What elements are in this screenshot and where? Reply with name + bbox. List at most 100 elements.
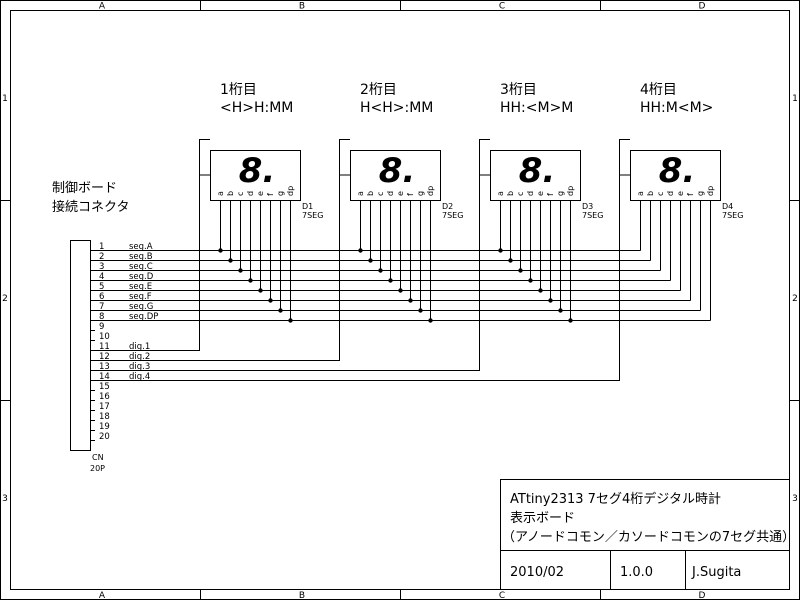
border-row-label: 3 xyxy=(792,494,798,504)
junction-dot xyxy=(248,278,253,283)
junction-dot xyxy=(558,308,563,313)
border-col-label: D xyxy=(699,2,706,12)
digit-common-wire xyxy=(90,175,480,371)
junction-dot xyxy=(508,258,513,263)
connector-pin-number: 18 xyxy=(99,412,110,422)
title-author: J.Sugita xyxy=(691,565,741,580)
connector-signal-label: seg.G xyxy=(129,302,153,312)
junction-dot xyxy=(568,318,573,323)
connector-pin-number: 3 xyxy=(99,262,104,272)
connector-pin-number: 17 xyxy=(99,402,110,412)
connector-signal-label: seg.E xyxy=(129,282,152,292)
segment-pin-label: b xyxy=(506,191,515,196)
display-value: 7SEG xyxy=(582,211,603,220)
segment-pin-label: dp xyxy=(566,186,575,196)
display-glyph: 8. xyxy=(239,151,276,191)
digit-headers: 1桁目 <H>H:MM 2桁目 H<H>:MM 3桁目 HH:<M>M 4桁目 … xyxy=(220,82,713,116)
border-row-label: 1 xyxy=(2,94,8,104)
segment-pin-label: dp xyxy=(706,186,715,196)
segment-pin-label: a xyxy=(356,191,365,196)
connector-ref: CN xyxy=(92,453,104,462)
segment-pin-label: c xyxy=(236,192,245,196)
segment-pin-label: c xyxy=(376,192,385,196)
display-body xyxy=(350,150,441,201)
border-row-label: 3 xyxy=(2,494,8,504)
segment-pin-label: f xyxy=(546,193,555,196)
segment-pin-label: a xyxy=(636,191,645,196)
connector-label: 接続コネクタ xyxy=(52,199,129,215)
segment-pin-label: g xyxy=(276,191,285,196)
border-col-label: B xyxy=(299,2,305,12)
connector-pin-number: 1 xyxy=(99,242,104,252)
display-value: 7SEG xyxy=(302,211,323,220)
junction-dot xyxy=(278,308,283,313)
display-ref: D2 xyxy=(442,202,453,211)
title-line: （アノードコモン／カソードコモンの7セグ共通） xyxy=(502,530,795,545)
digit-pattern: H<H>:MM xyxy=(360,100,433,116)
segment-pin-label: d xyxy=(386,191,395,196)
common-pin-stub xyxy=(479,139,490,176)
connector-pin-number: 4 xyxy=(99,272,104,282)
segment-pin-label: g xyxy=(416,191,425,196)
wires xyxy=(90,175,711,381)
connector-signal-label: dig.4 xyxy=(129,372,150,382)
connector-label: 制御ボード xyxy=(52,181,117,196)
common-pin-stub xyxy=(339,139,350,176)
digit-common-wire xyxy=(90,175,620,381)
digit-pattern: HH:M<M> xyxy=(640,100,713,116)
connector-signal-label: seg.F xyxy=(129,292,152,302)
segment-pin-label: e xyxy=(536,191,545,196)
connector-pin-number: 5 xyxy=(99,282,104,292)
segment-pin-label: d xyxy=(526,191,535,196)
connector-pin-number: 12 xyxy=(99,352,110,362)
border-col-label: C xyxy=(499,591,505,600)
digit-pattern: <H>H:MM xyxy=(220,100,293,116)
segment-pin-label: e xyxy=(676,191,685,196)
display-glyph: 8. xyxy=(379,151,416,191)
junction-dot xyxy=(538,288,543,293)
connector-signal-label: dig.1 xyxy=(129,342,150,352)
junction-dot xyxy=(288,318,293,323)
border-col-label: A xyxy=(99,591,106,600)
digit-header: 1桁目 xyxy=(220,82,257,98)
border-col-label: C xyxy=(499,2,505,12)
display-ref: D1 xyxy=(302,202,313,211)
segment-pin-label: f xyxy=(406,193,415,196)
junction-dot xyxy=(258,288,263,293)
digit-common-wire xyxy=(90,175,200,351)
junction-dot xyxy=(418,308,423,313)
connector-signal-label: seg.DP xyxy=(129,312,158,322)
connector-pin-number: 7 xyxy=(99,302,104,312)
segment-pin-label: g xyxy=(696,191,705,196)
segment-pin-label: d xyxy=(246,191,255,196)
digit-pattern: HH:<M>M xyxy=(500,100,573,116)
segment-pin-label: b xyxy=(646,191,655,196)
junction-dot xyxy=(358,248,363,253)
connector-pin-number: 15 xyxy=(99,382,110,392)
digit-header: 3桁目 xyxy=(500,82,537,98)
segment-pin-label: b xyxy=(226,191,235,196)
display-body xyxy=(210,150,301,201)
display-ref: D3 xyxy=(582,202,593,211)
connector-pin-number: 16 xyxy=(99,392,110,402)
title-line: ATtiny2313 7セグ4桁デジタル時計 xyxy=(510,491,721,507)
display-glyph: 8. xyxy=(659,151,696,191)
connector-pin-number: 13 xyxy=(99,362,110,372)
junction-dot xyxy=(498,248,503,253)
junction-dot xyxy=(528,278,533,283)
segment-pin-label: e xyxy=(256,191,265,196)
junction-dot xyxy=(218,248,223,253)
junction-dot xyxy=(548,298,553,303)
segment-pin-label: c xyxy=(516,192,525,196)
title-version: 1.0.0 xyxy=(620,565,653,580)
connector-signal-label: seg.D xyxy=(129,272,154,282)
display-value: 7SEG xyxy=(722,211,743,220)
connector-pin-number: 11 xyxy=(99,342,110,352)
display-body xyxy=(630,150,721,201)
connector-signal-label: seg.C xyxy=(129,262,153,272)
display-ref: D4 xyxy=(722,202,733,211)
